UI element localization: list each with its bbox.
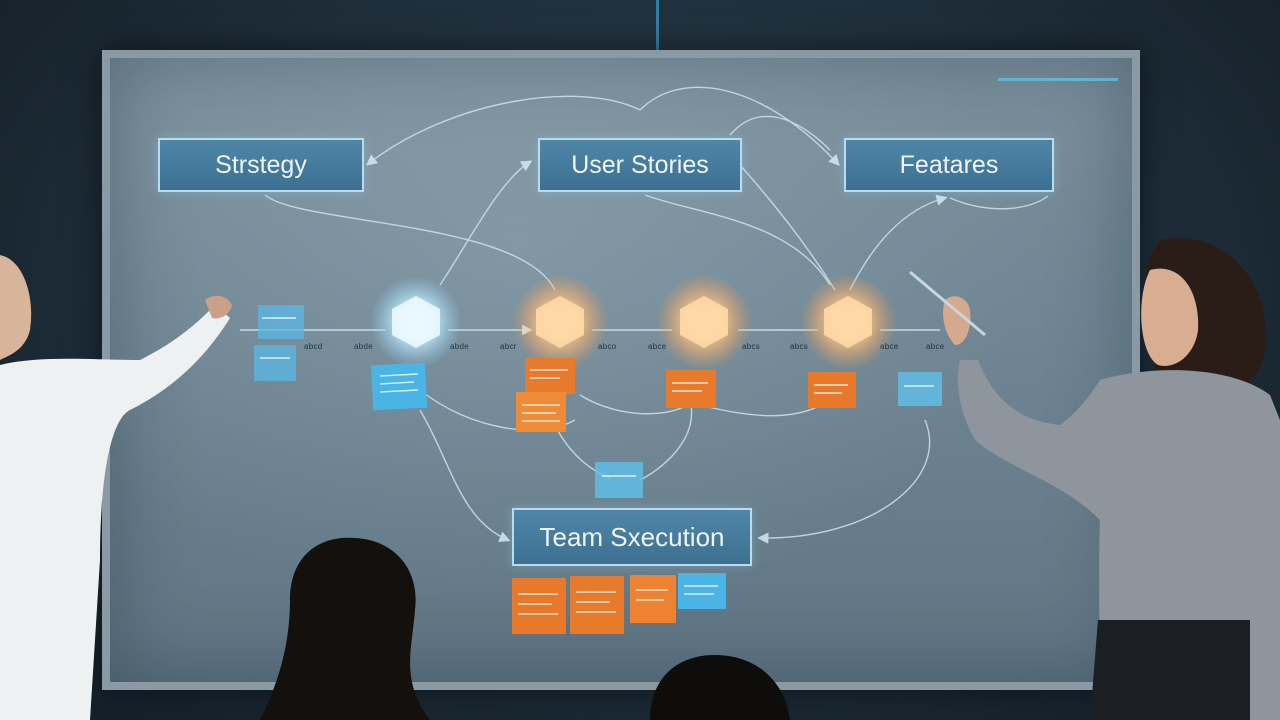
team-execution-box: Team Sxecution	[512, 508, 752, 566]
orange-note	[512, 358, 856, 634]
timeline-tick-label: abcr	[500, 342, 517, 351]
screen-accent-line	[998, 78, 1118, 81]
node-hexagon-3	[680, 296, 728, 348]
node-hexagon-4	[824, 296, 872, 348]
timeline-tick-label: abde	[450, 342, 469, 351]
timeline-tick-label: abde	[354, 342, 373, 351]
node-hexagon-1	[392, 296, 440, 348]
presenter-left	[0, 255, 232, 720]
team-execution-label: Team Sxecution	[539, 521, 725, 552]
ceiling-cable	[656, 0, 659, 50]
timeline-tick-label: abce	[880, 342, 899, 351]
presenter-right	[909, 238, 1280, 720]
timeline-tick-label: abcs	[790, 342, 809, 351]
node-hexagon-2	[536, 296, 584, 348]
stylus-pen	[909, 270, 986, 337]
sticky-notes	[254, 305, 942, 634]
features-label: Featares	[899, 150, 999, 179]
strategy-label: Strstegy	[215, 150, 307, 179]
features-box: Featares	[844, 138, 1054, 192]
milestone-nodes	[370, 274, 896, 370]
timeline-tick-label: abcs	[742, 342, 761, 351]
audience-silhouettes	[260, 537, 790, 720]
timeline-tick-label: abce	[648, 342, 667, 351]
timeline-tick-label: abco	[598, 342, 617, 351]
strategy-box: Strstegy	[158, 138, 364, 192]
timeline-tick-label: abcd	[304, 342, 323, 351]
note-text-lines	[260, 317, 934, 615]
timeline-tick-label: abce	[926, 342, 945, 351]
user-stories-label: User Stories	[571, 150, 709, 179]
user-stories-box: User Stories	[538, 138, 742, 192]
